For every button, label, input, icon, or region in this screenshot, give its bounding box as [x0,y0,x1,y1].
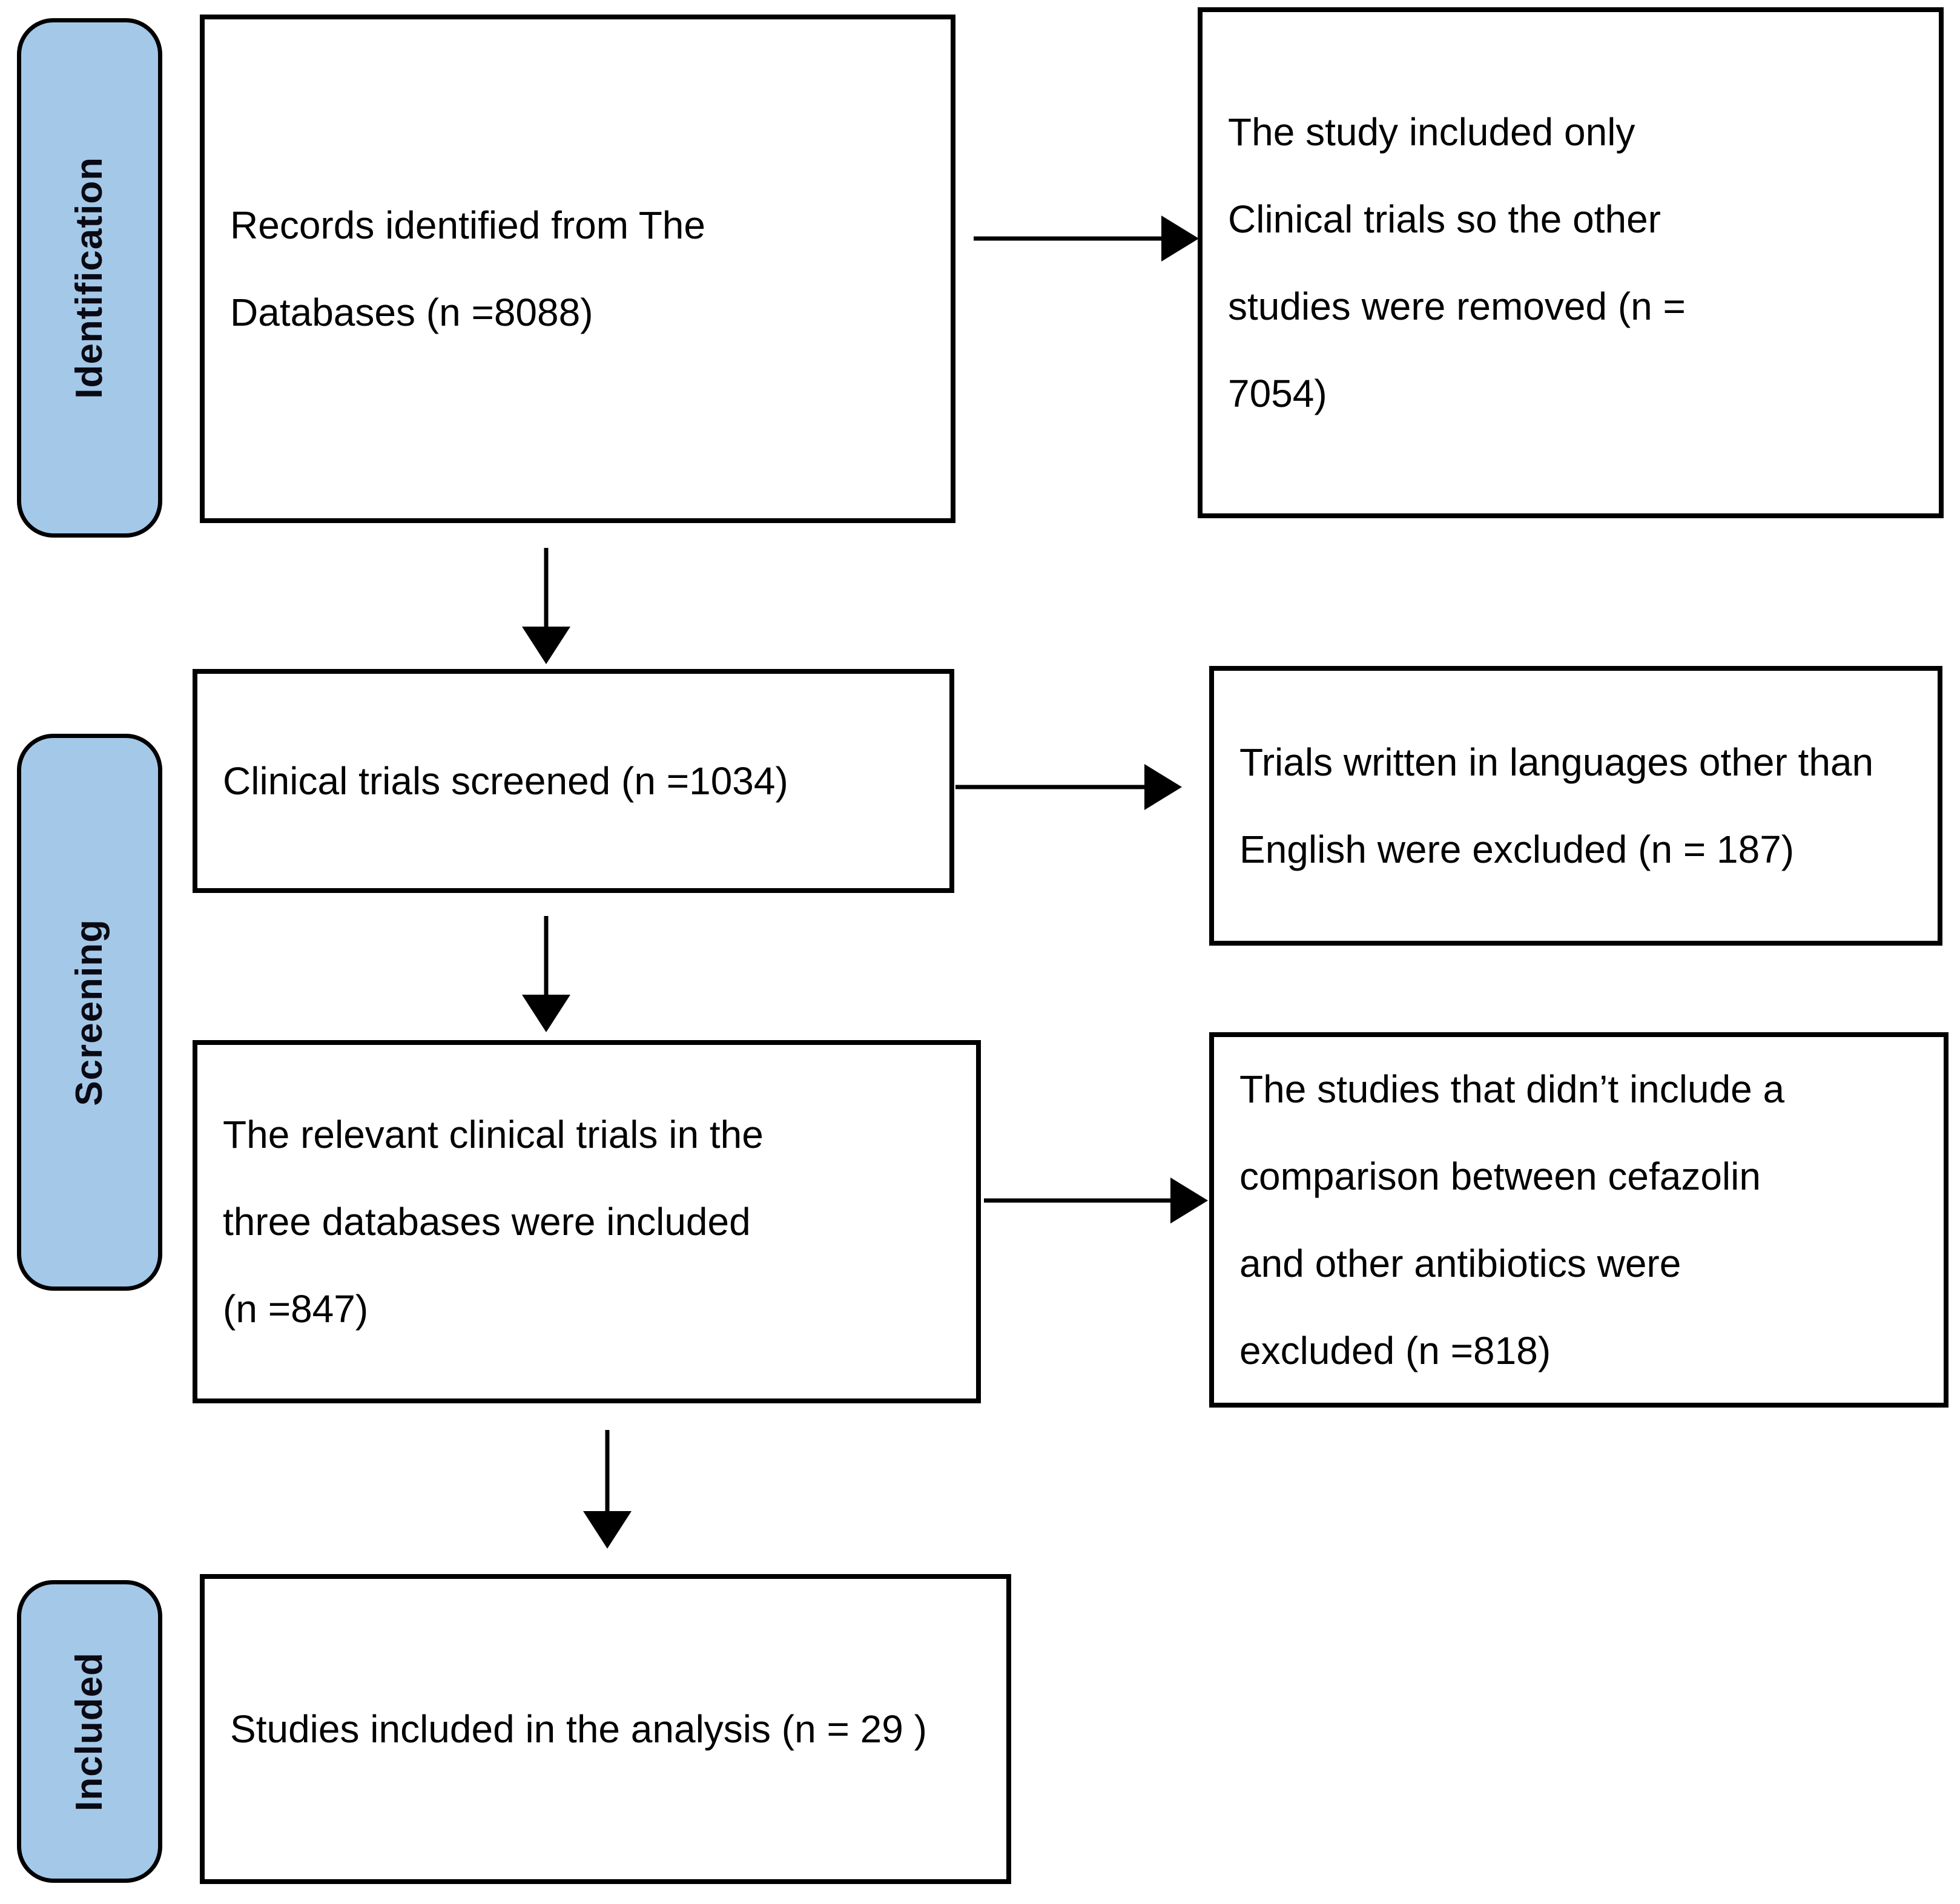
box-language-excluded-text: Trials written in languages other than E… [1239,740,1874,871]
box-relevant-included-text: The relevant clinical trials in the thre… [223,1113,764,1331]
arrow-shaft [605,1430,610,1514]
stage-included: Included [17,1580,162,1883]
box-trials-screened-text: Clinical trials screened (n =1034) [223,759,788,803]
stage-screening-label: Screening [68,918,110,1106]
arrow-shaft [544,916,549,998]
arrow-screened-to-language [955,764,1182,810]
box-language-excluded: Trials written in languages other than E… [1209,666,1942,946]
box-records-identified: Records identified from The Databases (n… [200,15,955,523]
box-studies-analysed-text: Studies included in the analysis (n = 29… [230,1707,927,1751]
box-studies-analysed: Studies included in the analysis (n = 29… [200,1574,1011,1884]
box-non-clinical-removed: The study included only Clinical trials … [1198,7,1944,518]
arrow-screened-to-relevant [522,916,570,1032]
box-no-comparison-excluded-text: The studies that didn’t include a compar… [1239,1067,1785,1372]
stage-included-label: Included [68,1652,110,1811]
arrow-shaft [974,236,1167,241]
arrow-head [1144,764,1182,810]
arrow-head [522,627,570,664]
arrow-head [1161,216,1199,262]
arrow-shaft [544,548,549,630]
arrow-shaft [955,785,1149,789]
arrow-relevant-to-analysis [583,1430,632,1549]
stage-identification: Identification [17,18,162,538]
box-no-comparison-excluded: The studies that didn’t include a compar… [1209,1032,1948,1408]
arrow-identified-to-screened [522,548,570,664]
stage-identification-label: Identification [68,157,110,399]
arrow-shaft [984,1198,1176,1203]
box-trials-screened: Clinical trials screened (n =1034) [193,669,954,893]
arrow-head [1170,1178,1208,1224]
box-records-identified-text: Records identified from The Databases (n… [230,203,705,334]
arrow-head [522,995,570,1032]
arrow-identified-to-removed [974,216,1199,262]
arrow-relevant-to-comparison [984,1178,1208,1224]
arrow-head [583,1511,632,1549]
stage-screening: Screening [17,734,162,1291]
box-relevant-included: The relevant clinical trials in the thre… [193,1040,981,1403]
box-non-clinical-removed-text: The study included only Clinical trials … [1228,110,1686,415]
